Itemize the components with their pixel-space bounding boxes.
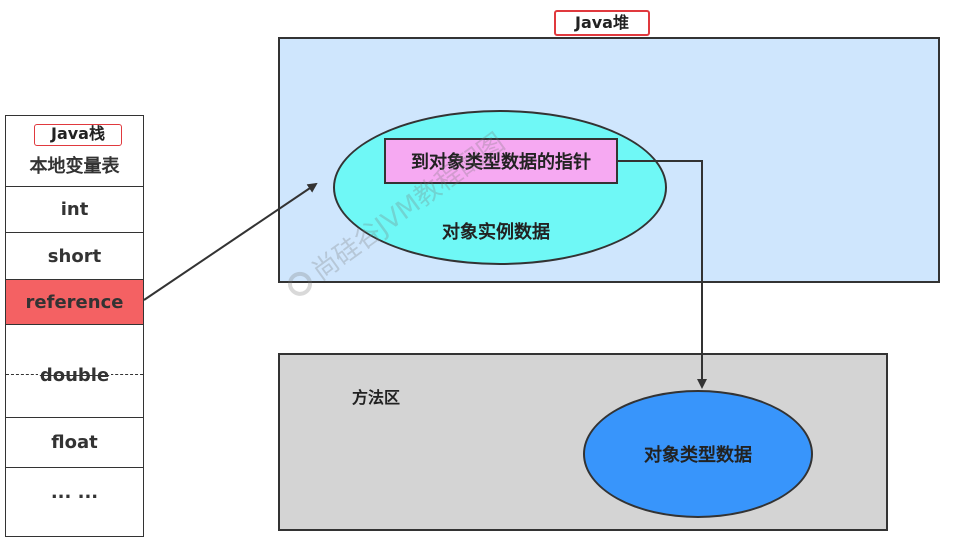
local-variable-table-label: 本地变量表 bbox=[29, 156, 120, 177]
java-stack-label: Java栈 bbox=[34, 124, 122, 146]
stack-header-cell: 本地变量表 bbox=[6, 116, 143, 187]
stack-cell-ellipsis: ... ... bbox=[50, 482, 99, 503]
object-instance-data-label: 对象实例数据 bbox=[442, 222, 550, 243]
type-pointer-arrow bbox=[618, 160, 707, 389]
stack-cell-float: float bbox=[6, 418, 143, 468]
object-type-data-label: 对象类型数据 bbox=[644, 445, 752, 466]
stack-cell-double-group bbox=[6, 325, 143, 418]
object-instance-data-ellipse bbox=[333, 110, 667, 265]
stack-cell-int: int bbox=[6, 187, 143, 233]
method-area-label: 方法区 bbox=[352, 388, 401, 407]
reference-arrow bbox=[143, 182, 318, 301]
stack-cell-double: double bbox=[6, 364, 143, 386]
stack-cell-reference: reference bbox=[6, 280, 143, 325]
java-stack: 本地变量表 int short reference double float .… bbox=[5, 115, 144, 537]
type-pointer-box: 到对象类型数据的指针 bbox=[384, 138, 618, 184]
object-type-data-ellipse: 对象类型数据 bbox=[583, 390, 813, 518]
java-heap-label: Java堆 bbox=[554, 10, 650, 36]
type-pointer-label: 到对象类型数据的指针 bbox=[411, 152, 591, 173]
stack-cell-short: short bbox=[6, 233, 143, 280]
